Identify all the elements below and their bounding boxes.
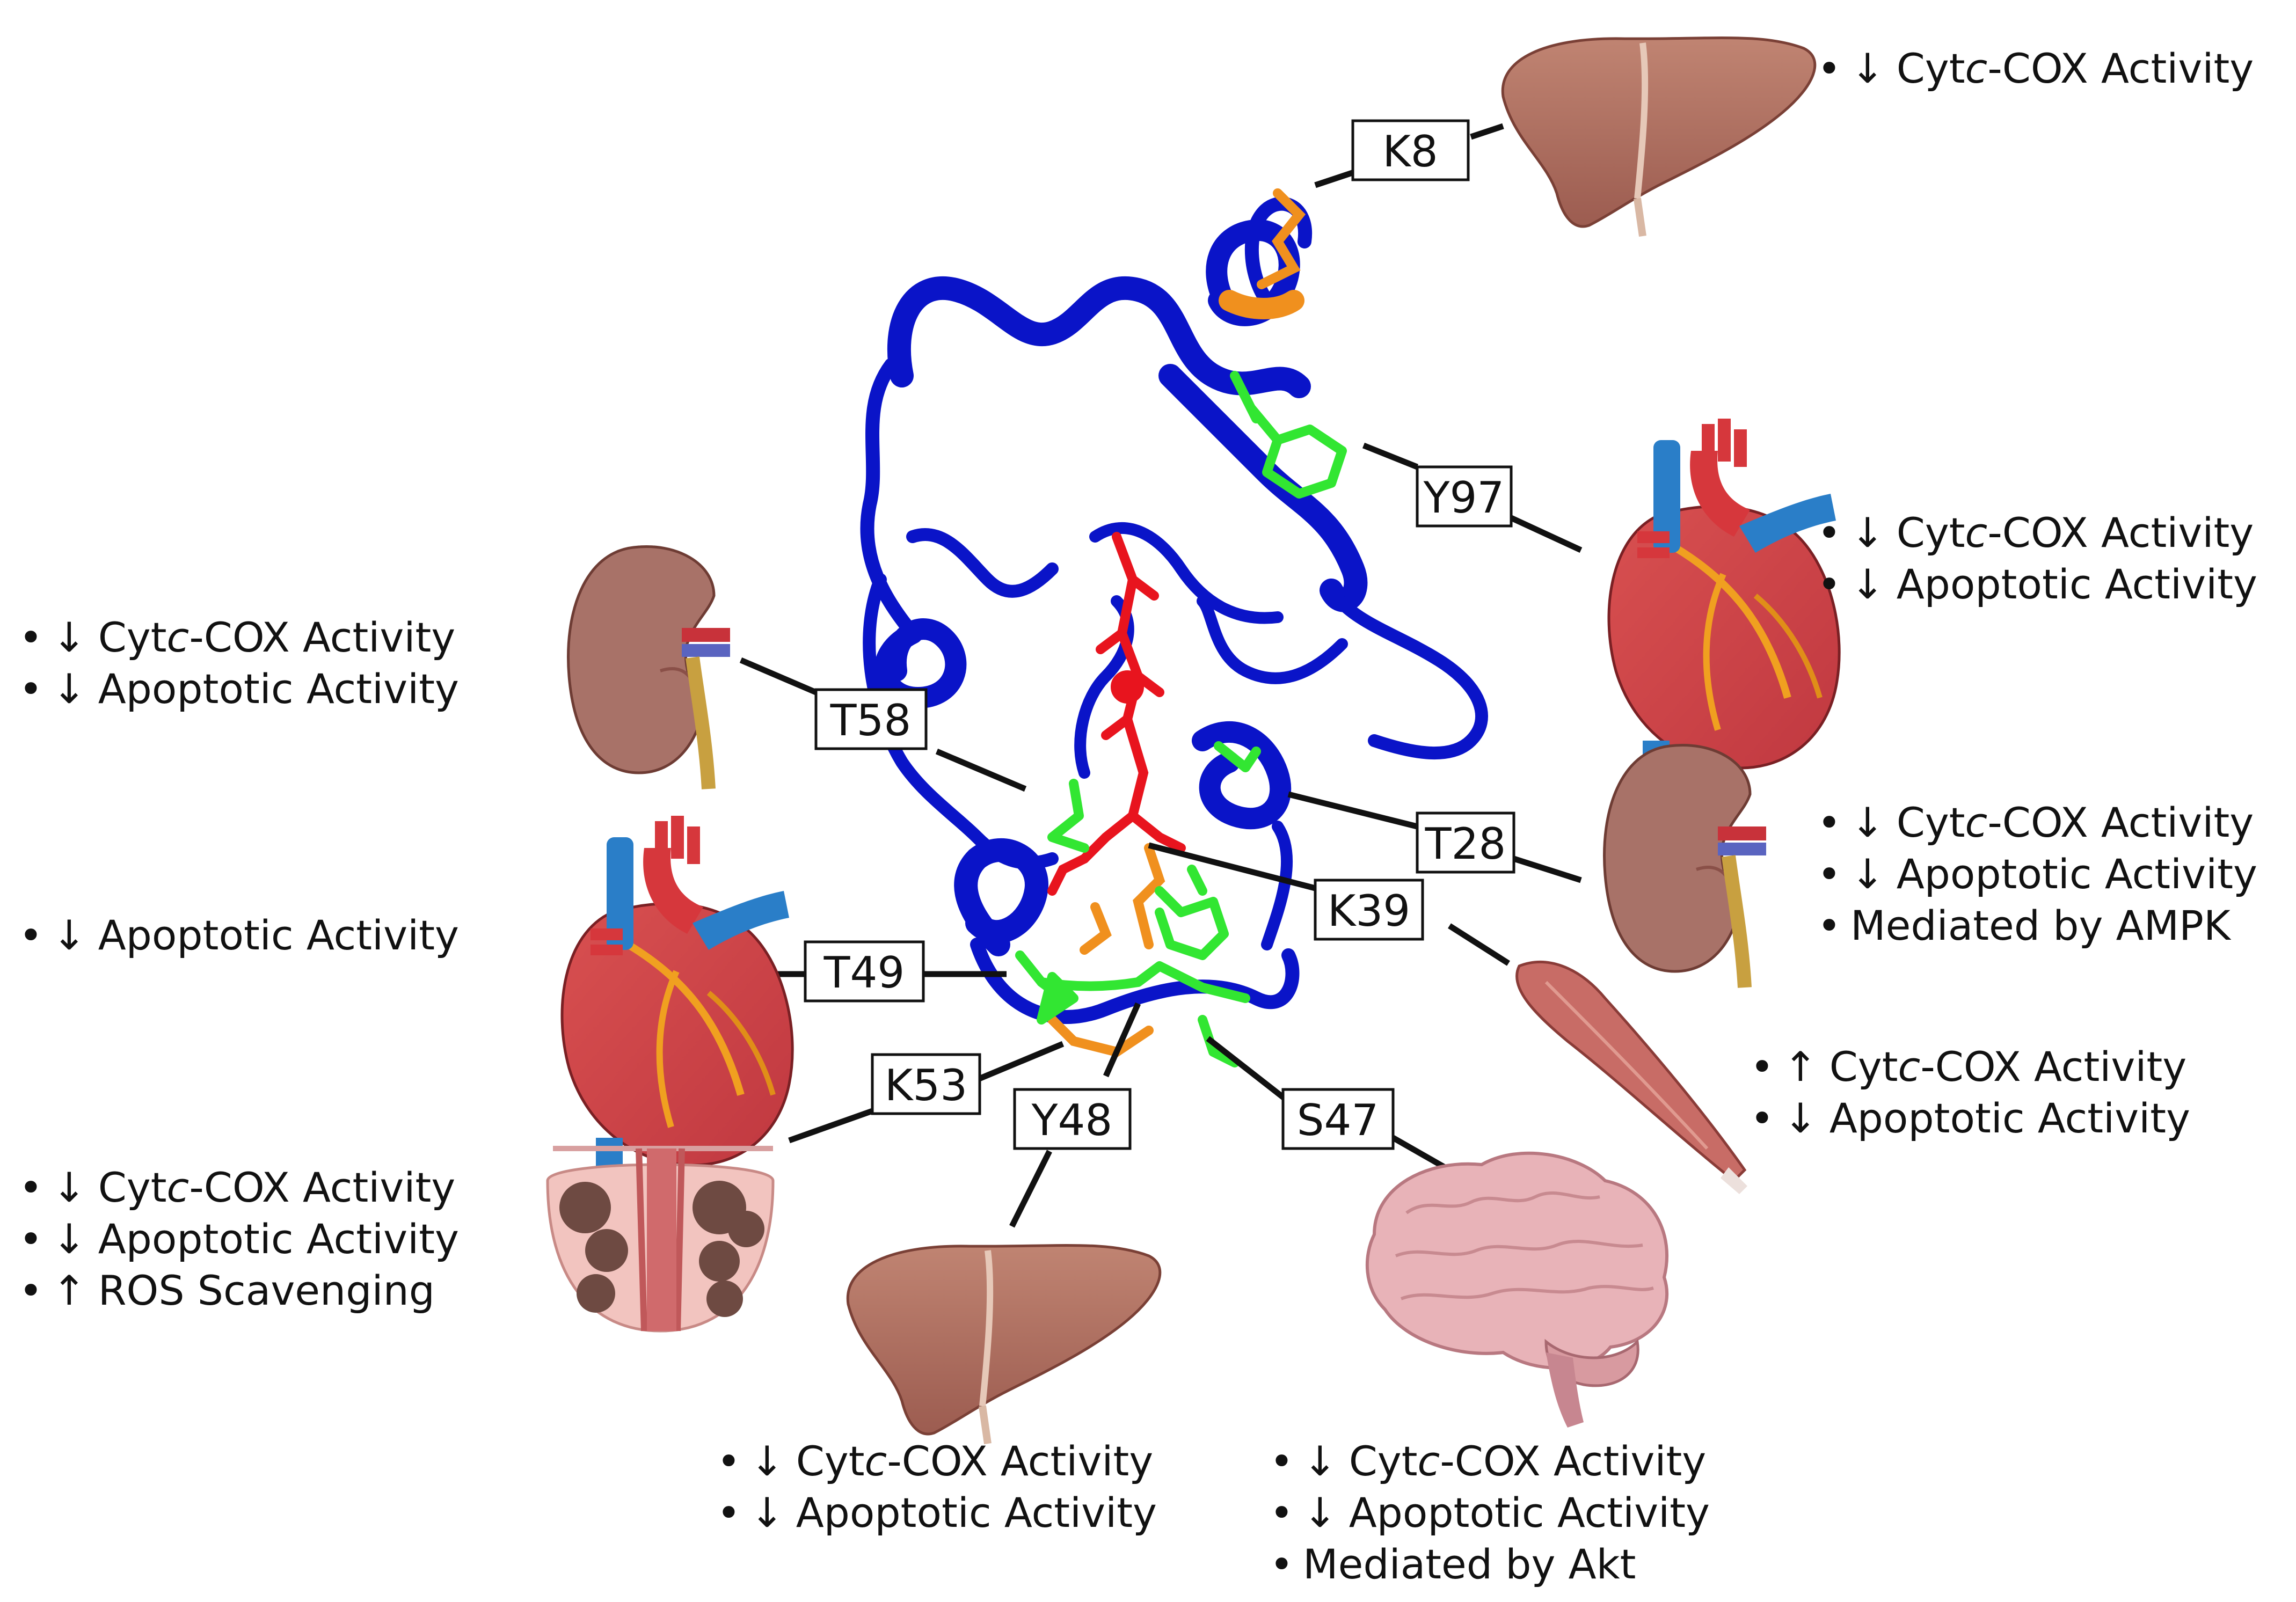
brain-icon	[1365, 1151, 1669, 1428]
site-label-K39: K39	[1314, 879, 1424, 941]
svg-text:K8: K8	[1382, 127, 1438, 177]
effect-item: ↓Apoptotic Activity	[19, 910, 459, 961]
effect-item: ↓Apoptotic Activity	[19, 1213, 459, 1265]
svg-text:T28: T28	[1425, 819, 1506, 869]
kidney-icon	[568, 546, 731, 789]
effect-item: ↓Cytc-COX Activity	[1817, 797, 2257, 848]
phosphorylated-residues	[1015, 371, 1347, 1067]
effect-item: ↓Cytc-COX Activity	[1270, 1436, 1710, 1487]
kidney-icon	[1605, 745, 1767, 987]
acetylated-lysines	[1047, 188, 1306, 1057]
effect-item: ↓Apoptotic Activity	[19, 663, 459, 715]
effect-item: ↓Cytc-COX Activity	[717, 1436, 1157, 1487]
effect-item: ↑Cytc-COX Activity	[1750, 1041, 2190, 1093]
effect-item: Mediated by Akt	[1270, 1539, 1710, 1590]
site-label-T49: T49	[804, 940, 925, 1003]
effect-item: ↑ROS Scavenging	[19, 1265, 459, 1316]
svg-text:Y48: Y48	[1031, 1095, 1113, 1145]
effects-list-T28: ↓Cytc-COX Activity ↓Apoptotic Activity M…	[1817, 797, 2257, 952]
site-label-K53: K53	[871, 1053, 981, 1115]
effects-list-Y97: ↓Cytc-COX Activity ↓Apoptotic Activity	[1817, 507, 2257, 610]
effect-item: ↓Apoptotic Activity	[1270, 1487, 1710, 1539]
effect-item: ↓Cytc-COX Activity	[19, 1162, 459, 1213]
site-label-K8: K8	[1351, 119, 1470, 181]
effect-item: ↓Cytc-COX Activity	[1817, 507, 2257, 559]
site-label-Y48: Y48	[1013, 1088, 1132, 1150]
effects-list-T49: ↓Apoptotic Activity	[19, 910, 459, 961]
site-label-T28: T28	[1416, 811, 1515, 874]
effect-item: ↓Apoptotic Activity	[1817, 848, 2257, 900]
effect-item: ↓Cytc-COX Activity	[1817, 43, 2254, 94]
effect-item: ↓Apoptotic Activity	[1750, 1093, 2190, 1144]
svg-text:K53: K53	[885, 1060, 967, 1110]
effect-item: ↓Cytc-COX Activity	[19, 612, 459, 663]
site-label-T58: T58	[814, 688, 928, 750]
liver-icon	[1503, 38, 1815, 236]
leader-lines	[739, 123, 1583, 1228]
svg-text:K39: K39	[1328, 886, 1410, 936]
liver-icon	[848, 1245, 1160, 1444]
effects-list-K53: ↓Cytc-COX Activity ↓Apoptotic Activity ↑…	[19, 1162, 459, 1316]
effect-item: ↓Apoptotic Activity	[1817, 559, 2257, 610]
svg-text:T58: T58	[830, 696, 912, 745]
heart-icon	[1609, 419, 1839, 784]
heme-group	[1047, 532, 1186, 896]
effects-list-T58: ↓Cytc-COX Activity ↓Apoptotic Activity	[19, 612, 459, 715]
muscle-icon	[1515, 961, 1747, 1194]
site-label-Y97: Y97	[1416, 465, 1513, 528]
svg-text:T49: T49	[823, 948, 905, 998]
effects-list-S47: ↓Cytc-COX Activity ↓Apoptotic Activity M…	[1270, 1436, 1710, 1590]
effect-item: Mediated by AMPK	[1817, 900, 2257, 952]
effects-list-Y48: ↓Cytc-COX Activity ↓Apoptotic Activity	[717, 1436, 1157, 1539]
site-label-S47: S47	[1281, 1088, 1395, 1150]
svg-text:S47: S47	[1297, 1095, 1379, 1145]
heart-icon	[562, 816, 792, 1181]
prostate-icon	[546, 1146, 775, 1333]
effect-item: ↓Apoptotic Activity	[717, 1487, 1157, 1539]
effects-list-K8: ↓Cytc-COX Activity	[1817, 43, 2254, 94]
svg-text:Y97: Y97	[1423, 473, 1505, 523]
effects-list-K39: ↑Cytc-COX Activity ↓Apoptotic Activity	[1750, 1041, 2190, 1144]
